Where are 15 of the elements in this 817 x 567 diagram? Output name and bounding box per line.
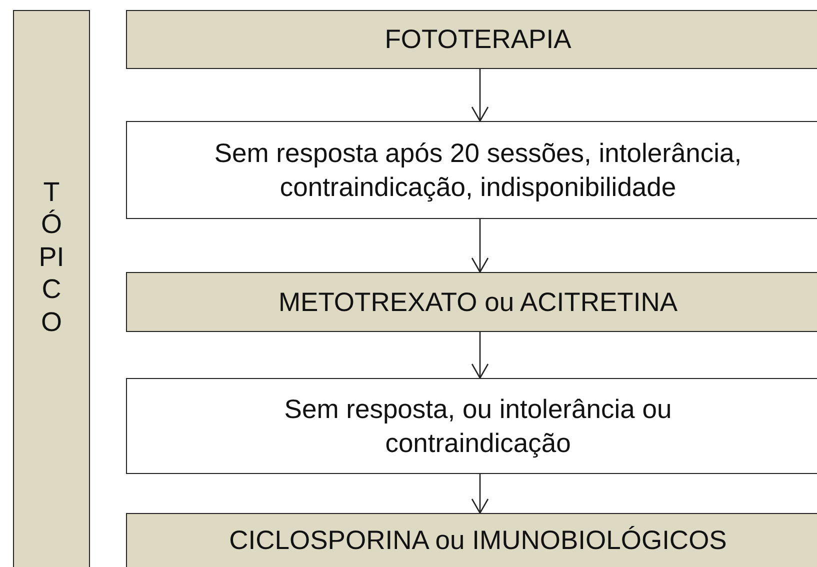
arrow <box>471 219 489 273</box>
side-label: TÓPICO <box>38 176 65 338</box>
treatment-box <box>126 272 817 332</box>
box-label: METOTREXATO ou ACITRETINA <box>278 286 678 319</box>
box-label: Sem resposta após 20 sessões, intolerância, contraindicação, indisponibilidade <box>213 136 743 204</box>
arrow <box>471 69 489 122</box>
arrow <box>471 474 489 514</box>
treatment-box <box>126 10 817 69</box>
arrow <box>471 332 489 379</box>
side-band <box>13 10 90 567</box>
box-label: FOTOTERAPIA <box>384 23 572 56</box>
condition-box <box>126 378 817 474</box>
condition-box <box>126 121 817 219</box>
box-label: CICLOSPORINA ou IMUNOBIOLÓGICOS <box>229 524 727 557</box>
box-label: Sem resposta, ou intolerância ou contraindicação <box>283 392 673 460</box>
